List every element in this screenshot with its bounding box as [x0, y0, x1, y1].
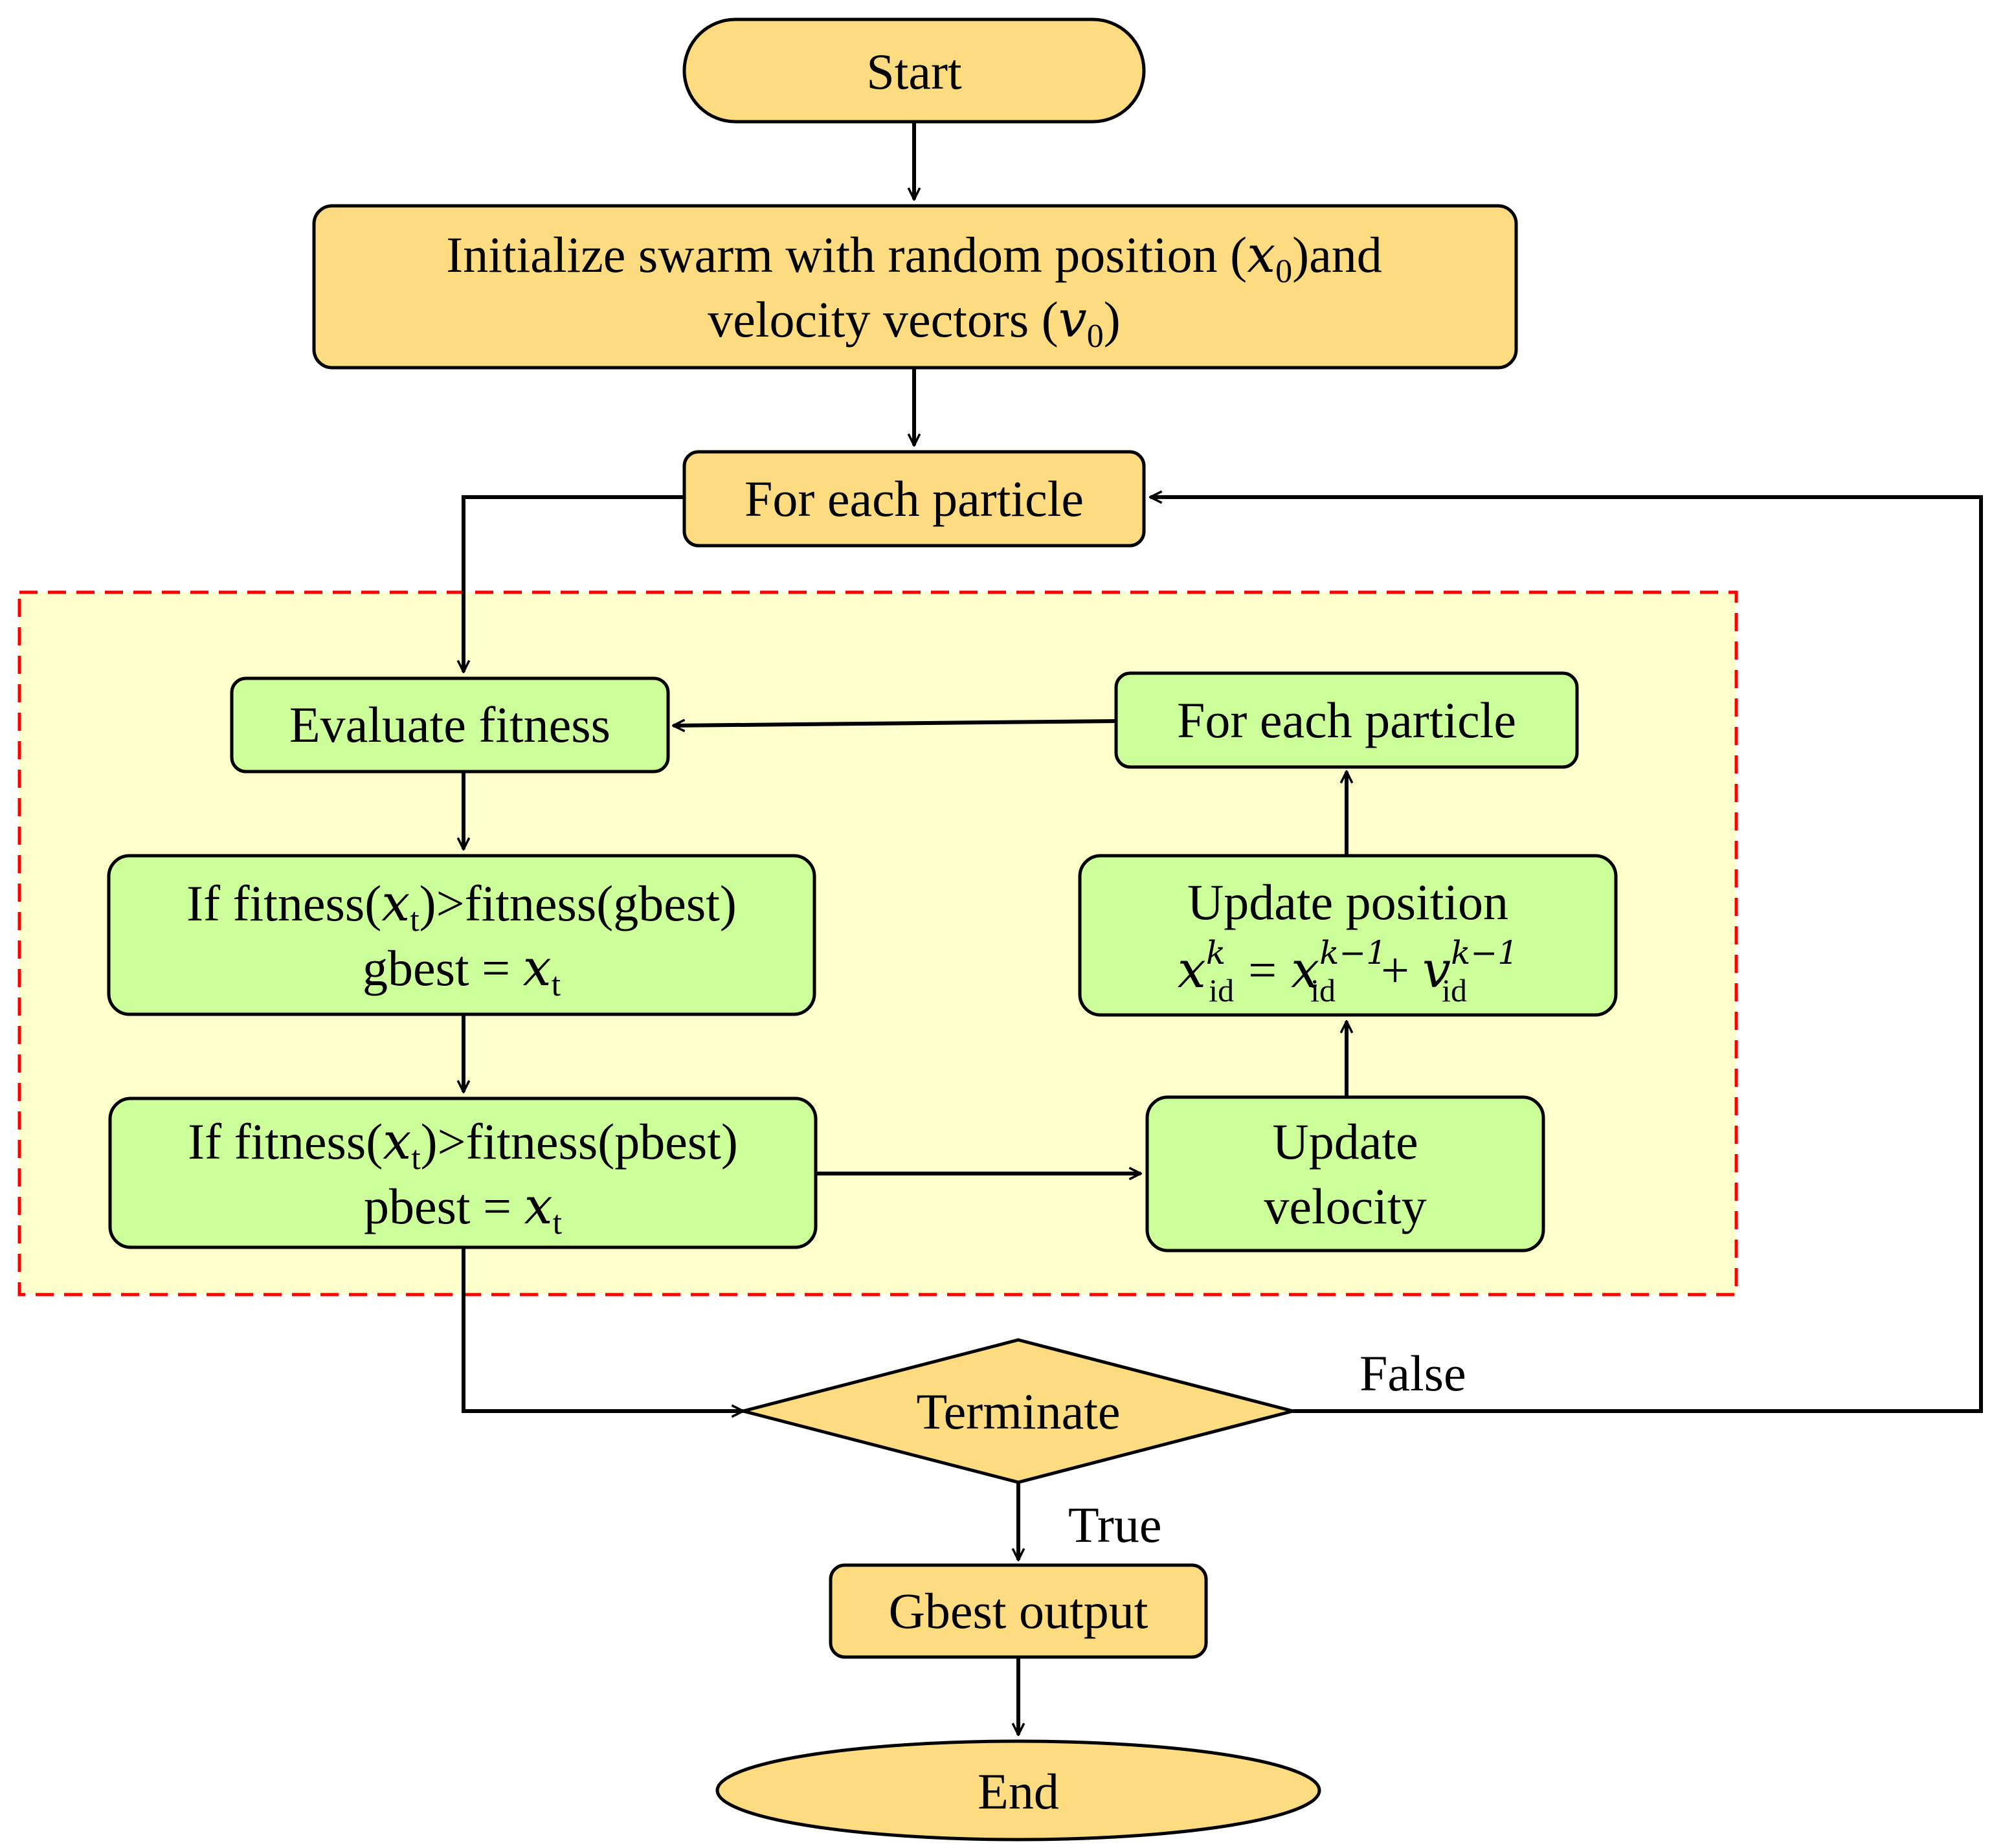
evaluate-label: Evaluate fitness	[289, 696, 610, 753]
gbest-output-label: Gbest output	[889, 1583, 1148, 1639]
terminate-label: Terminate	[916, 1383, 1120, 1440]
arrow-loop-inner-to-evaluate	[673, 721, 1117, 726]
edge-label-true: True	[1068, 1497, 1162, 1553]
update-velocity-line1: Update	[1272, 1113, 1418, 1170]
loop-inner-node: For each particle	[1114, 671, 1579, 769]
arrow-pbest-to-terminate	[462, 1247, 743, 1411]
loop-outer-label: For each particle	[744, 471, 1084, 527]
loop-inner-label: For each particle	[1177, 692, 1516, 748]
update-velocity-node: Update velocity	[1145, 1095, 1545, 1252]
start-label: Start	[866, 43, 962, 100]
loop-outer-node: For each particle	[682, 450, 1146, 548]
connectors	[462, 122, 1983, 1735]
init-node: Initialize swarm with random position (x…	[312, 204, 1518, 370]
update-velocity-line2: velocity	[1264, 1178, 1426, 1234]
arrow-terminate-false-loop	[1150, 497, 1983, 1413]
pbest-check-line1: If fitness(xt)>fitness(pbest)	[188, 1113, 738, 1177]
init-line1: Initialize swarm with random position (x…	[446, 226, 1382, 290]
end-label: End	[978, 1763, 1059, 1820]
gbest-check-node: If fitness(xt)>fitness(gbest) gbest = xt	[107, 854, 816, 1016]
terminate-node: Terminate	[737, 1338, 1299, 1484]
pbest-check-line2: pbest = xt	[364, 1177, 563, 1241]
init-line2: velocity vectors (v0)	[708, 291, 1121, 355]
start-node: Start	[682, 17, 1146, 124]
gbest-check-line1: If fitness(xt)>fitness(gbest)	[186, 874, 737, 939]
gbest-output-node: Gbest output	[829, 1563, 1208, 1659]
evaluate-node: Evaluate fitness	[230, 676, 670, 774]
gbest-check-line2: gbest = xt	[363, 939, 561, 1003]
update-position-title: Update position	[1187, 874, 1508, 930]
pbest-check-node: If fitness(xt)>fitness(pbest) pbest = xt	[108, 1097, 818, 1249]
arrow-loop-to-evaluate	[464, 495, 684, 672]
edge-label-false: False	[1360, 1345, 1466, 1401]
end-node: End	[715, 1739, 1321, 1842]
